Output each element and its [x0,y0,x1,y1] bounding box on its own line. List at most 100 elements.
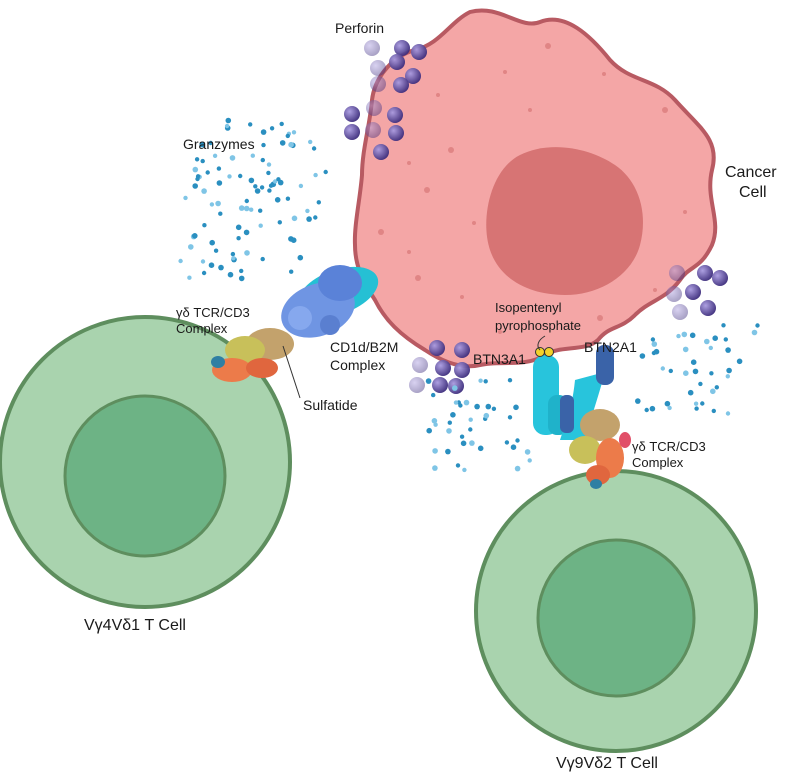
granzyme-dot [474,403,480,410]
granzyme-dot [267,188,272,193]
granzyme-dot [726,367,732,374]
granzyme-dot [446,428,452,434]
perforin-granules [344,40,728,394]
granzyme-dot [250,153,255,158]
granzyme-dot [297,254,304,261]
granzyme-dot [202,223,207,228]
perforin-granule [366,100,382,116]
granzyme-dot [483,412,490,419]
perforin-granule [405,68,421,84]
granzyme-dot [455,463,461,468]
granzyme-dot [178,258,183,264]
perforin-granule [389,54,405,70]
granzyme-dot [445,448,451,455]
granzyme-dot [708,345,713,351]
granzyme-dot [289,269,294,274]
perforin-granule [454,342,470,358]
granzyme-dot [243,229,250,236]
granzyme-dot [323,169,328,175]
sulfatide-pointer [282,345,301,399]
granzyme-dot [213,248,219,253]
granzyme-dot [651,341,658,347]
tcell-left [0,315,292,609]
granzyme-dot [483,379,488,384]
granzyme-dot [751,329,758,336]
perforin-granule [435,360,451,376]
granzyme-dot [260,129,267,135]
granzyme-dot [453,400,459,405]
granzyme-dot [425,378,432,384]
granzyme-dot [491,406,497,411]
granzyme-dot [291,215,298,222]
tcell-left-nucleus [63,394,227,558]
perforin-granule [432,377,448,393]
granzyme-dot [687,389,694,396]
label-cd1d-1: CD1d/B2M [330,339,398,355]
tcell-right [474,469,758,753]
granzyme-dot [259,185,265,190]
granzyme-dot [253,184,258,189]
granzyme-dot [183,195,188,201]
label-cd1d-2: Complex [330,357,385,373]
granzyme-dot [235,224,242,231]
perforin-granule [344,106,360,122]
granzyme-dot [514,465,521,472]
granzyme-dot [208,262,215,269]
granzyme-dot [205,170,210,175]
granzyme-dot [249,207,254,212]
granzyme-dot [469,440,475,446]
granzyme-dot [478,378,483,383]
tcr-cd3-complex-left [211,328,294,382]
granzyme-dot [238,205,245,211]
cd1d-b2m-complex [281,265,379,338]
granzyme-dot [433,422,438,427]
granzyme-dot [681,331,688,338]
granzyme-dot [510,444,517,451]
perforin-granule [364,40,380,56]
granzyme-dot [431,418,438,424]
granzyme-dot [231,256,236,261]
granzyme-dot [201,270,207,276]
label-tcr-right-2: Complex [632,455,684,470]
granzyme-dot [239,268,244,274]
granzyme-dot [650,337,656,342]
granzyme-dot [676,333,681,339]
granzyme-dot [468,427,473,432]
granzyme-dot [527,458,532,463]
granzyme-dot [194,157,200,162]
granzyme-dot [225,117,232,124]
granzyme-dot [260,157,265,163]
label-btn3a1: BTN3A1 [473,351,526,367]
cancer-cell-nucleus [486,147,643,295]
granzyme-dot [236,236,241,241]
granzyme-dot [288,141,294,148]
granzyme-dot [316,200,321,205]
granzyme-dot [660,366,665,371]
granzyme-dot [725,347,731,353]
label-tcr-left-1: γδ TCR/CD3 [176,305,250,320]
granzyme-dot [200,158,205,164]
granzyme-dot [224,123,230,129]
btn-complex [533,345,614,440]
granzyme-dot [313,215,318,220]
granzyme-dot [248,122,253,127]
granzyme-dot [216,166,222,171]
granzyme-dot [291,130,297,135]
granzyme-dot [477,445,484,452]
perforin-granule [672,304,688,320]
ipp-pointer [537,335,546,351]
granzyme-dot [187,275,192,280]
granzyme-dot [195,174,201,179]
granzyme-dot [649,405,656,412]
granzyme-dot [212,153,218,158]
perforin-granule [429,340,445,356]
granzyme-dot [447,420,452,425]
granzyme-dot [192,183,198,189]
granzyme-dot [710,388,716,395]
granzyme-dot [192,166,199,173]
granzyme-dot [279,121,284,127]
label-btn2a1: BTN2A1 [584,339,637,355]
granzyme-dot [238,275,245,282]
granzyme-dot [711,408,716,414]
